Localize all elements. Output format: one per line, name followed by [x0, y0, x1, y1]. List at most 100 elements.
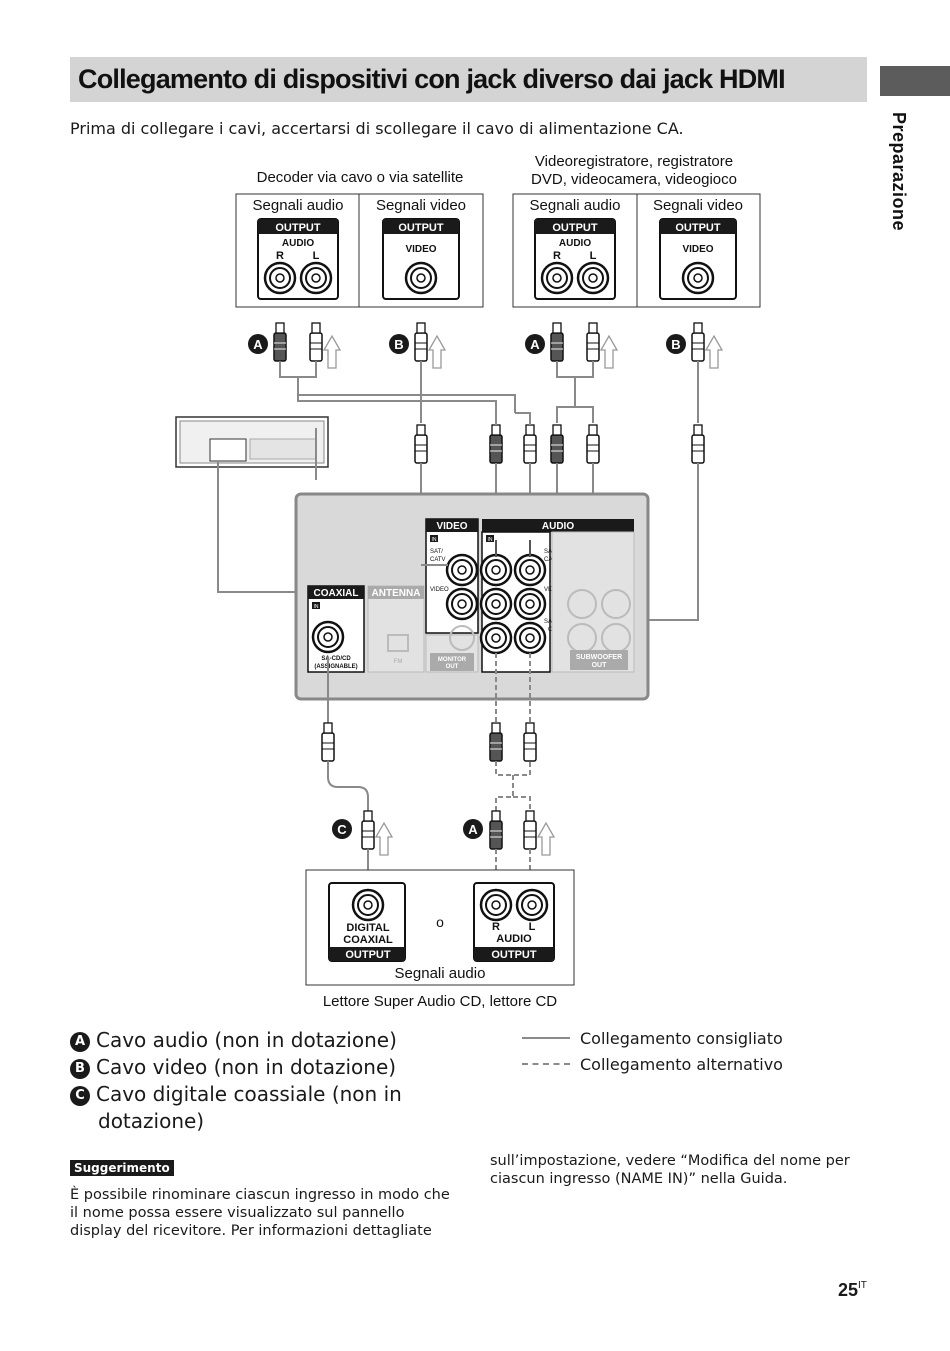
panel-fm: FM — [394, 659, 403, 665]
dashed-line-sample — [522, 1063, 570, 1065]
player-coaxial: COAXIAL — [343, 934, 393, 946]
panel-jack-video-r — [479, 587, 513, 621]
recorder-video-output: OUTPUT — [675, 222, 721, 234]
decoder-audio-output: OUTPUT — [275, 222, 321, 234]
recorder-l: L — [590, 250, 597, 262]
legend-c-text-2: dotazione) — [98, 1109, 205, 1133]
panel-jack-video-l — [513, 587, 547, 621]
recorder-device: Segnali audio Segnali video OUTPUT AUDIO… — [512, 193, 761, 308]
decoder-video-output: OUTPUT — [398, 222, 444, 234]
recorder-audio-label: Segnali audio — [530, 197, 621, 214]
panel-jack-video-sat — [445, 553, 479, 587]
panel-assign-2: (ASSIGNABLE) — [314, 664, 357, 670]
decoder-device: Segnali audio Segnali video OUTPUT AUDIO… — [235, 193, 484, 308]
badge-b-2: B — [671, 337, 680, 352]
badge-a-1: A — [253, 337, 263, 352]
panel-video-title: VIDEO — [436, 521, 467, 532]
panel-jack-video-dvd — [445, 587, 479, 621]
page-number-suffix: IT — [858, 1280, 867, 1291]
panel-sat-catv-1: SAT/ — [430, 549, 443, 555]
badge-c: C — [337, 822, 347, 837]
decoder-video-word: VIDEO — [405, 244, 436, 255]
recorder-jack-video — [681, 261, 715, 295]
panel-jack-sacd-l — [513, 621, 547, 655]
recorder-label-2: DVD, videocamera, videogioco — [531, 171, 737, 188]
legend-b-badge: B — [70, 1059, 90, 1079]
decoder-r: R — [276, 250, 284, 262]
cable-a-decoder: A — [248, 322, 516, 413]
decoder-video-label: Segnali video — [376, 197, 466, 214]
recorder-audio-word: AUDIO — [559, 238, 591, 249]
panel-audio-in: IN — [488, 537, 493, 543]
legend-recommended-text: Collegamento consigliato — [580, 1029, 783, 1048]
page-number: 25IT — [838, 1280, 867, 1301]
decoder-audio-label: Segnali audio — [253, 197, 344, 214]
decoder-jack-l — [299, 261, 333, 295]
connection-diagram: Decoder via cavo o via satellite Videore… — [175, 153, 761, 1010]
recorder-video-label: Segnali video — [653, 197, 743, 214]
or-text: o — [436, 914, 444, 930]
panel-audio-title: AUDIO — [542, 521, 574, 532]
player-digital: DIGITAL — [346, 922, 389, 934]
decoder-label: Decoder via cavo o via satellite — [257, 169, 464, 186]
section-tab — [880, 66, 950, 96]
panel-antenna-title: ANTENNA — [372, 588, 421, 599]
decoder-l: L — [313, 250, 320, 262]
panel-sat-catv-2: CATV — [430, 557, 446, 563]
badge-b-1: B — [394, 337, 403, 352]
recorder-video-word: VIDEO — [682, 244, 713, 255]
panel-coaxial-title: COAXIAL — [314, 588, 359, 599]
page-number-value: 25 — [838, 1280, 859, 1300]
player-audio-output: OUTPUT — [491, 949, 537, 961]
panel-video-dvd: VIDEO — [430, 587, 449, 593]
badge-a-2: A — [530, 337, 540, 352]
title-bar — [70, 57, 867, 102]
cable-a-player: A — [463, 653, 555, 885]
player-audio-signals: Segnali audio — [395, 965, 486, 982]
recorder-jack-r — [540, 261, 574, 295]
cable-a-recorder: A — [525, 322, 618, 423]
panel-video-in: IN — [432, 537, 437, 543]
legend-a-text: Cavo audio (non in dotazione) — [96, 1028, 397, 1052]
set-top-box — [175, 416, 329, 480]
intro-text: Prima di collegare i cavi, accertarsi di… — [70, 119, 684, 138]
legend-recommended: Collegamento consigliato — [522, 1029, 783, 1048]
panel-coaxial-in: IN — [314, 604, 319, 610]
decoder-jack-r — [263, 261, 297, 295]
recorder-audio-output: OUTPUT — [552, 222, 598, 234]
subwoofer-out-2: OUT — [592, 662, 608, 669]
legend-alternative-text: Collegamento alternativo — [580, 1055, 783, 1074]
panel-jack-sacd-r — [479, 621, 513, 655]
panel-jack-coaxial — [311, 620, 345, 654]
panel-audio-sat-1: SAT/ — [544, 549, 557, 555]
badge-a-3: A — [468, 822, 478, 837]
legend-c-badge: C — [70, 1086, 90, 1106]
page-title: Collegamento di dispositivi con jack div… — [78, 64, 786, 94]
monitor-out-2: OUT — [446, 664, 459, 670]
cable-b-recorder: B — [544, 322, 723, 621]
decoder-audio-word: AUDIO — [282, 238, 314, 249]
receiver-panel: VIDEO IN SAT/ CATV VIDEO AUDIO IN SAT/ C… — [294, 492, 650, 701]
decoder-jack-video — [404, 261, 438, 295]
monitor-out-1: MONITOR — [438, 657, 467, 663]
solid-line-sample — [522, 1037, 570, 1039]
player-r: R — [492, 921, 500, 933]
tip-text-continued: sull’impostazione, vedere “Modifica del … — [490, 1153, 850, 1187]
player-l: L — [529, 921, 536, 933]
legend-b-text: Cavo video (non in dotazione) — [96, 1055, 397, 1079]
player-label: Lettore Super Audio CD, lettore CD — [323, 993, 557, 1010]
player-audio: AUDIO — [496, 933, 532, 945]
legend-alternative: Collegamento alternativo — [522, 1055, 783, 1074]
tip-label: Suggerimento — [70, 1160, 174, 1176]
recorder-label-1: Videoregistratore, registratore — [535, 153, 733, 170]
tip-text: È possibile rinominare ciascun ingresso … — [70, 1187, 450, 1239]
player-digital-output: OUTPUT — [345, 949, 391, 961]
panel-jack-sat-l — [513, 553, 547, 587]
section-label: Preparazione — [889, 112, 909, 232]
legend-a-badge: A — [70, 1032, 90, 1052]
cd-player-device: DIGITAL COAXIAL OUTPUT o R L AUDIO OUTPU… — [305, 869, 575, 986]
legend-b: B Cavo video (non in dotazione) — [70, 1055, 396, 1079]
legend-a: A Cavo audio (non in dotazione) — [70, 1028, 397, 1052]
panel-jack-sat-r — [479, 553, 513, 587]
